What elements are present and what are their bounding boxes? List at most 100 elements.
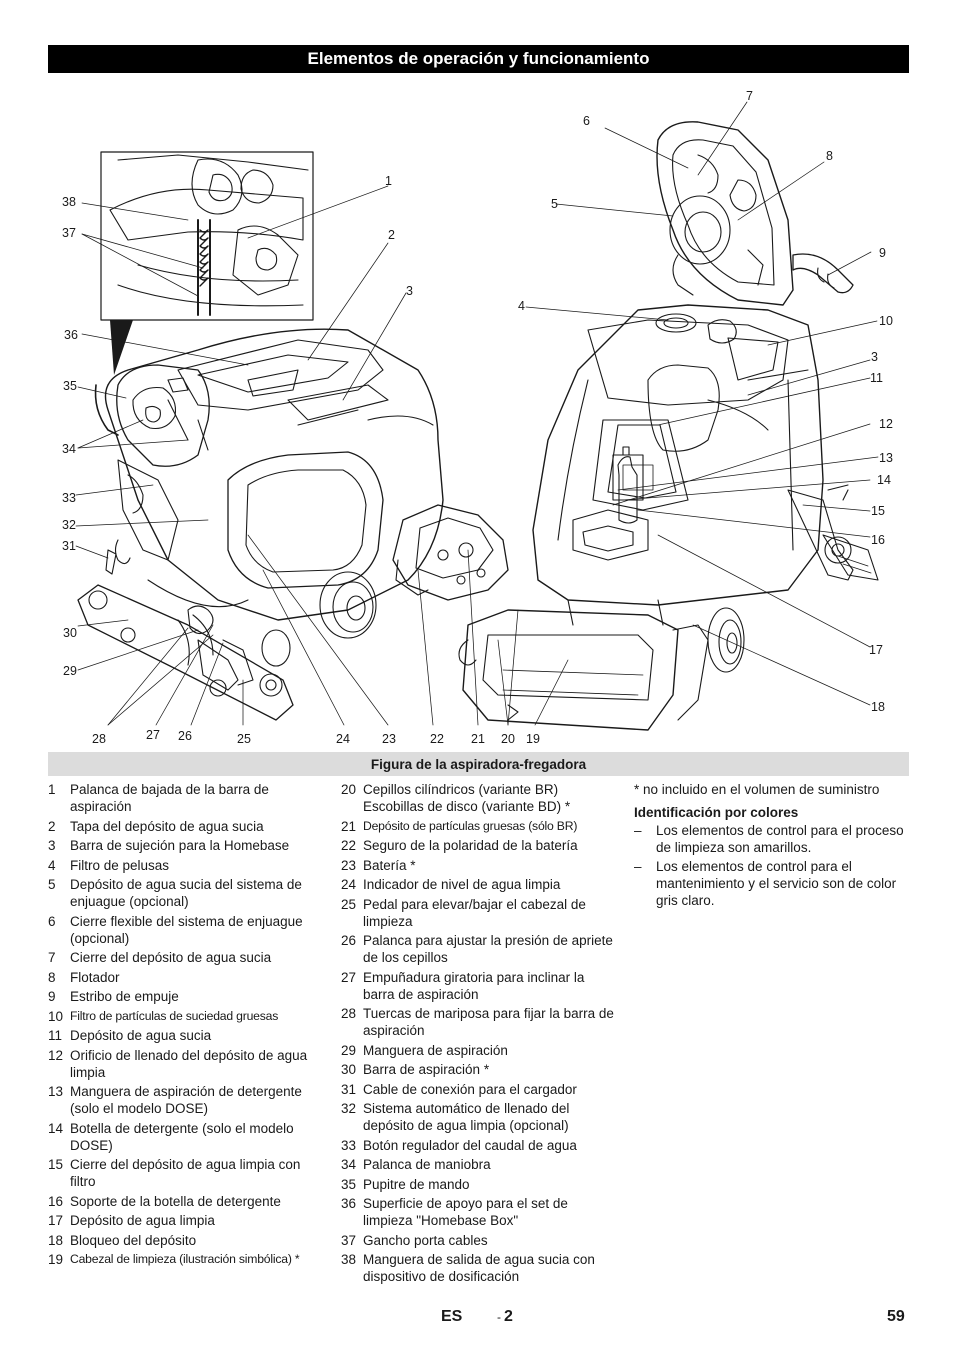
legend-num: 38 <box>341 1252 357 1267</box>
legend-num: 33 <box>341 1137 357 1153</box>
legend-text: Tapa del depósito de agua sucia <box>70 818 264 834</box>
callout-15: 15 <box>871 504 885 518</box>
callout-26: 26 <box>178 729 192 743</box>
callout-5: 5 <box>551 197 558 211</box>
legend-text: Gancho porta cables <box>363 1232 488 1248</box>
callout-11: 11 <box>870 371 883 385</box>
legend-num: 17 <box>48 1213 64 1228</box>
callout-17: 17 <box>869 643 883 657</box>
callout-22: 22 <box>430 732 444 746</box>
legend-num: 26 <box>341 933 357 948</box>
legend-num: 30 <box>341 1062 357 1077</box>
legend-num: 34 <box>341 1157 357 1172</box>
callout-8: 8 <box>826 149 833 163</box>
legend-item: 2 Tapa del depósito de agua sucia <box>48 818 322 835</box>
callout-2: 2 <box>388 228 395 242</box>
callout-12: 12 <box>879 417 893 431</box>
color-id-item: –Los elementos de control para el manten… <box>634 858 909 909</box>
legend-text: Cierre flexible del sistema de enjuague … <box>70 913 303 946</box>
callout-3-right: 3 <box>871 350 878 364</box>
legend-text: Palanca de maniobra <box>363 1157 491 1172</box>
legend-text: Depósito de agua limpia <box>70 1213 215 1228</box>
legend-num: 37 <box>341 1232 357 1248</box>
legend-text: Depósito de agua sucia del sistema de en… <box>70 877 302 909</box>
callout-19: 19 <box>526 732 540 746</box>
legend-num: 29 <box>341 1042 357 1058</box>
legend-num: 23 <box>341 857 357 873</box>
legend-num: 31 <box>341 1081 357 1097</box>
legend-num: 36 <box>341 1196 357 1211</box>
dash-bullet: – <box>634 859 642 874</box>
legend-num: 27 <box>341 969 357 985</box>
legend-num: 19 <box>48 1252 64 1267</box>
footer-language: ES <box>441 1308 463 1325</box>
legend-text: Cierre del depósito de agua limpia con f… <box>70 1157 301 1189</box>
legend-num: 1 <box>48 782 56 797</box>
callout-25: 25 <box>237 732 251 746</box>
legend-text: Palanca para ajustar la presión de aprie… <box>363 933 613 965</box>
callout-16: 16 <box>871 533 885 547</box>
legend-item: 36 Superficie de apoyo para el set de lim… <box>341 1195 617 1229</box>
callout-31: 31 <box>62 539 76 553</box>
legend-num: 2 <box>48 818 56 834</box>
legend-num: 7 <box>48 950 56 965</box>
legend-text: Superficie de apoyo para el set de limpi… <box>363 1196 568 1228</box>
color-id-text: Los elementos de control para el proceso… <box>656 823 904 855</box>
callout-37: 37 <box>62 226 76 240</box>
legend-num: 8 <box>48 969 56 985</box>
legend-text: Cepillos cilíndricos (variante BR) Escob… <box>363 782 571 814</box>
legend-text: Barra de sujeción para la Homebase <box>70 838 290 853</box>
legend-text: Orificio de llenado del depósito de agua… <box>70 1047 308 1080</box>
legend-text: Seguro de la polaridad de la batería <box>363 838 578 853</box>
callout-1: 1 <box>385 174 392 188</box>
legend-text: Pedal para elevar/bajar el cabezal de li… <box>363 896 586 929</box>
legend-text: Cierre del depósito de agua sucia <box>70 950 272 965</box>
legend-num: 28 <box>341 1006 357 1021</box>
footer-page-prefix: - <box>497 1310 501 1324</box>
callout-23: 23 <box>382 732 396 746</box>
callout-29: 29 <box>63 664 77 678</box>
callout-7: 7 <box>746 89 753 103</box>
callout-14: 14 <box>877 473 891 487</box>
legend-text: Manguera de aspiración de detergente (so… <box>70 1084 302 1116</box>
legend-num: 35 <box>341 1176 357 1192</box>
legend-text: Botella de detergente (solo el modelo DO… <box>70 1120 294 1153</box>
legend-text: Tuercas de mariposa para fijar la barra … <box>363 1006 614 1038</box>
legend-num: 13 <box>48 1084 64 1099</box>
legend-text: Depósito de partículas gruesas (sólo BR) <box>363 818 578 833</box>
legend-text: Filtro de partículas de suciedad gruesas <box>70 1008 279 1023</box>
footer-page-total: 59 <box>887 1308 905 1325</box>
figure-caption: Figura de la aspiradora-fregadora <box>48 752 909 776</box>
legend-num: 6 <box>48 913 56 929</box>
legend-num: 32 <box>341 1101 357 1116</box>
legend-item: 7 Cierre del depósito de agua sucia <box>48 949 322 966</box>
legend-text: Soporte de la botella de detergente <box>70 1193 281 1209</box>
legend-item: 37 Gancho porta cables <box>341 1232 617 1249</box>
legend-num: 16 <box>48 1193 64 1209</box>
callout-20: 20 <box>501 732 515 746</box>
legend-text: Cable de conexión para el cargador <box>363 1081 577 1097</box>
detail-inset <box>100 151 314 321</box>
legend-text: Estribo de empuje <box>70 989 179 1004</box>
legend-num: 14 <box>48 1120 64 1136</box>
legend-text: Botón regulador del caudal de agua <box>363 1137 577 1153</box>
legend-item: 34 Palanca de maniobra <box>341 1156 617 1173</box>
legend-item: 33 Botón regulador del caudal de agua <box>341 1137 617 1154</box>
